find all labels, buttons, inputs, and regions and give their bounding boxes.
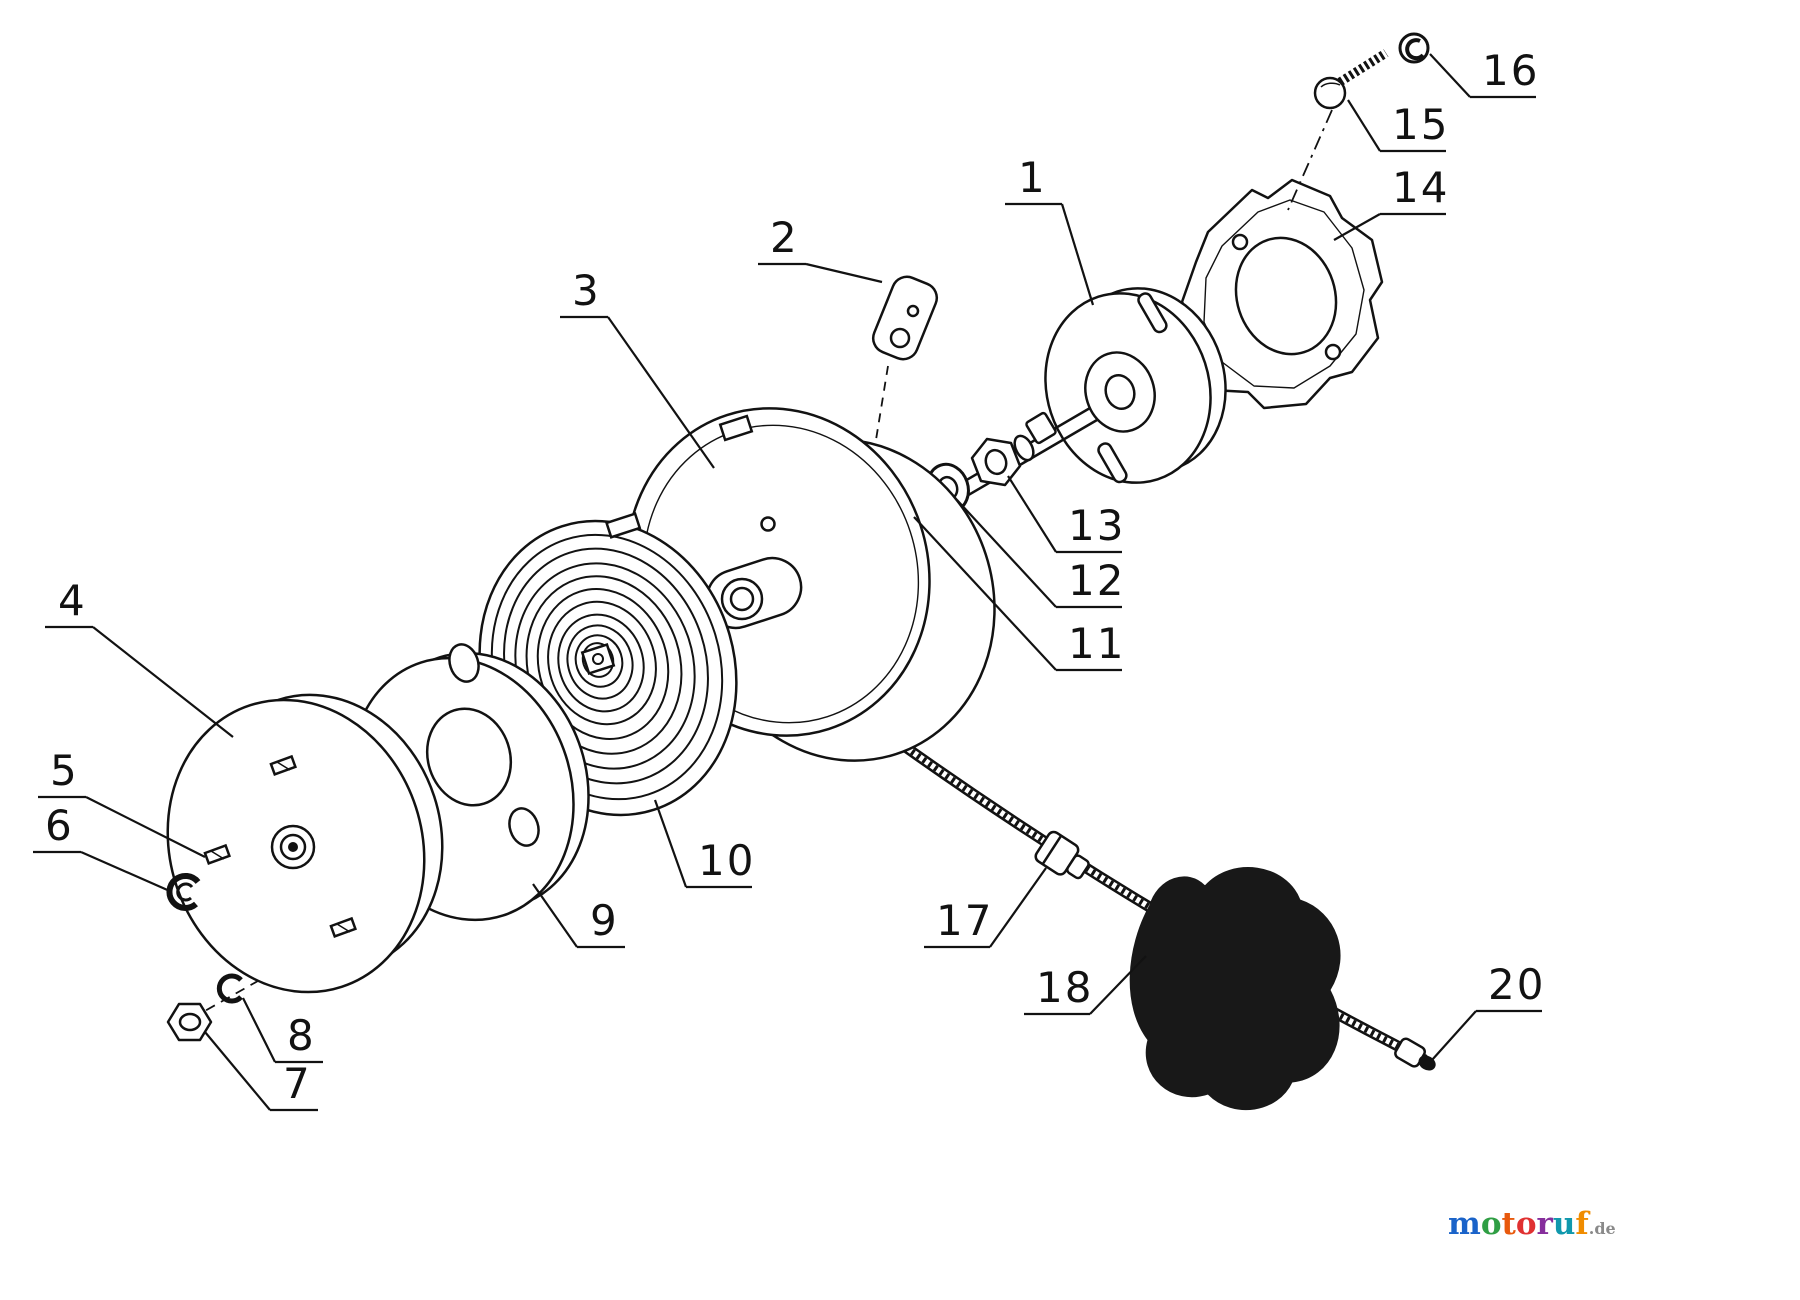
part-label-5: 5 xyxy=(50,746,79,795)
callout-part-3: 3 xyxy=(560,266,715,469)
callout-part-11: 11 xyxy=(913,516,1125,672)
part-label-16: 16 xyxy=(1482,46,1539,95)
part-label-6: 6 xyxy=(45,801,74,850)
part-label-1: 1 xyxy=(1018,153,1047,202)
part-1-hub xyxy=(1084,351,1156,433)
part-7-hex-nut xyxy=(166,1002,213,1042)
part-label-4: 4 xyxy=(58,576,87,625)
part-label-7: 7 xyxy=(283,1059,312,1108)
part-2-pawl xyxy=(871,275,939,453)
part-label-13: 13 xyxy=(1068,501,1125,550)
logo-letter: o xyxy=(1480,1206,1502,1242)
part-16-e-clip xyxy=(1398,32,1430,64)
part-label-2: 2 xyxy=(770,213,799,262)
part-label-17: 17 xyxy=(936,896,993,945)
part-18-handle xyxy=(1129,867,1341,1111)
callout-part-20: 20 xyxy=(1431,960,1545,1061)
starter-rope xyxy=(834,693,1428,1065)
part-label-8: 8 xyxy=(287,1011,316,1060)
callout-part-17: 17 xyxy=(924,867,1047,949)
part-14-mounting-plate xyxy=(1180,178,1384,410)
logo-letter: f xyxy=(1575,1206,1589,1242)
callout-part-8: 8 xyxy=(242,997,323,1064)
callout-part-9: 9 xyxy=(532,883,625,949)
logo-suffix: .de xyxy=(1588,1219,1616,1238)
part-label-11: 11 xyxy=(1068,619,1125,668)
part-5-studs xyxy=(203,754,357,939)
part-label-20: 20 xyxy=(1488,960,1545,1009)
part-label-15: 15 xyxy=(1392,100,1449,149)
part-20-rope-end xyxy=(1394,1037,1436,1071)
callout-part-1: 1 xyxy=(1005,153,1095,306)
part-8-washer xyxy=(216,973,243,1004)
callout-part-16: 16 xyxy=(1429,46,1539,99)
part-13-nut xyxy=(970,434,1035,487)
callout-part-10: 10 xyxy=(653,799,755,889)
logo-letter: m xyxy=(1448,1206,1481,1242)
callout-part-18: 18 xyxy=(1024,955,1147,1016)
part-15-screw xyxy=(1287,49,1389,211)
logo-letter: t xyxy=(1501,1206,1516,1242)
callout-part-13: 13 xyxy=(1007,475,1125,554)
logo-letter: u xyxy=(1552,1206,1576,1242)
part-label-3: 3 xyxy=(572,266,601,315)
callout-part-7: 7 xyxy=(204,1031,318,1112)
part-17-ferrule xyxy=(1034,830,1090,880)
part-4-cover xyxy=(166,693,444,1017)
logo-letter: o xyxy=(1515,1206,1537,1242)
part-label-9: 9 xyxy=(590,896,619,945)
part-label-18: 18 xyxy=(1036,963,1093,1012)
logo-letter: r xyxy=(1536,1206,1553,1242)
callout-part-2: 2 xyxy=(758,213,883,284)
part-label-10: 10 xyxy=(698,836,755,885)
callout-part-4: 4 xyxy=(45,576,234,738)
part-label-14: 14 xyxy=(1392,163,1449,212)
callout-part-15: 15 xyxy=(1347,99,1449,153)
callouts: 1 2 3 4 5 6 7 8 xyxy=(33,46,1545,1112)
callout-part-14: 14 xyxy=(1333,163,1449,241)
part-label-12: 12 xyxy=(1068,556,1125,605)
callout-part-6: 6 xyxy=(33,801,173,894)
motoruf-logo: motoruf.de xyxy=(1448,1206,1616,1242)
callout-part-5: 5 xyxy=(38,746,206,858)
callout-part-12: 12 xyxy=(956,499,1125,609)
